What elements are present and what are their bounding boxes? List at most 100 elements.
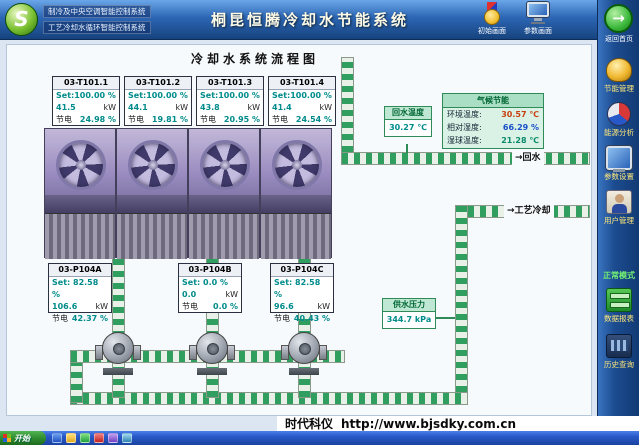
pump-set-value: Set: 82.58 % [52,278,99,299]
flow-diagram-title: 冷却水系统流程图 [190,52,319,66]
taskbar-browser-icon[interactable] [52,433,62,443]
pie-chart-icon [607,102,631,126]
taskbar-media-icon[interactable] [94,433,104,443]
pump-set-value: Set: 82.58 % [274,278,321,299]
windows-flag-icon [3,434,11,442]
taskbar-settings-icon[interactable] [122,433,132,443]
supply-pressure-value: 344.7 kPa [386,315,432,324]
tower-id: 03-T101.4 [269,77,335,90]
tower-set-value: Set:100.00 % [272,91,332,100]
return-temp-box: 回水温度 30.27 ℃ [384,106,432,137]
header: S 制冷及中央空调智能控制系统 工艺冷却水循环智能控制系统 桐昆恒腾冷却水节能系… [0,0,639,40]
kw-unit: kW [317,302,330,311]
kw-unit: kW [95,302,108,311]
kw-unit: kW [103,103,116,112]
tower-save-value: 19.81 % [151,115,188,124]
pump-save-value: 42.37 % [71,314,108,323]
sidebar-item-energy-mgmt[interactable]: 节能管理 [598,58,639,94]
climate-row-value: 30.57 ℃ [501,110,539,119]
pump-icon [196,332,228,364]
return-water-arrow-label: →回水 [512,152,544,165]
home-button[interactable]: → [604,4,633,33]
fan-icon [128,140,178,190]
process-cooling-arrow-label: →工艺冷却 [504,205,554,218]
pump-save-value: 0.0 % [213,302,238,311]
save-label: 节电 [182,302,198,311]
pump-icon [288,332,320,364]
pipe-return-riser [341,57,354,165]
pump-image-c [281,330,327,376]
system-subtitle-1: 制冷及中央空调智能控制系统 [43,5,151,18]
sidebar-item-energy-analysis[interactable]: 能源分析 [598,102,639,138]
sidebar-item-history-query[interactable]: 历史查询 [598,334,639,370]
user-icon [606,190,632,214]
company-logo: S [5,3,38,36]
green-arrow-icon: → [612,9,625,27]
climate-title: 气候节能 [443,94,543,108]
taskbar-app-icon[interactable] [80,433,90,443]
save-label: 节电 [128,115,144,124]
tower-set-value: Set:100.00 % [200,91,260,100]
pump-save-value: 40.43 % [293,314,330,323]
nav-initial-screen-label: 初始画面 [478,27,506,35]
vendor-brand: 时代科仪 [285,417,334,431]
nav-parameter-screen-button[interactable]: 参数画面 [516,2,560,36]
taskbar-folder-icon[interactable] [66,433,76,443]
gold-award-icon [606,58,632,82]
cooling-tower-image-1 [44,128,116,259]
pump-image-a [95,330,141,376]
tower-id: 03-T101.2 [125,77,191,90]
screen-settings-icon [606,146,632,172]
tower-kw-value: 41.5 [56,103,76,112]
supply-pressure-label: 供水压力 [383,299,435,312]
fan-icon [200,140,250,190]
home-button-label: 返回首页 [605,35,633,43]
tower-id: 03-T101.1 [53,77,119,90]
fan-icon [56,140,106,190]
climate-row-label: 湿球温度: [447,136,482,145]
climate-row-label: 相对湿度: [447,123,482,132]
system-subtitle-2: 工艺冷却水循环智能控制系统 [43,21,151,34]
kw-unit: kW [247,103,260,112]
pump-image-b [189,330,235,376]
tower-kw-value: 43.8 [200,103,220,112]
vendor-url: http://www.bjsdky.com.cn [341,416,517,431]
save-label: 节电 [272,115,288,124]
cooling-tower-image-2 [116,128,188,259]
sidebar-item-data-report[interactable]: 数据报表 [598,288,639,324]
climate-energy-box: 气候节能 环境温度:30.57 ℃ 相对湿度:66.29 % 湿球温度:21.2… [442,93,544,149]
pump-kw-value: 106.6 [52,302,78,311]
save-label: 节电 [274,314,290,323]
medal-icon [483,2,501,25]
start-button-label: 开始 [14,433,30,443]
tower-id: 03-T101.3 [197,77,263,90]
tower-set-value: Set:100.00 % [56,91,116,100]
tower-data-box: 03-T101.3 Set:100.00 % 43.8 kW 节电 20.95 % [196,76,264,126]
pump-set-value: Set: 0.0 % [182,278,228,287]
nav-initial-screen-button[interactable]: 初始画面 [470,2,514,36]
sidebar-item-label: 数据报表 [604,314,634,323]
tower-set-value: Set:100.00 % [128,91,188,100]
pump-id: 03-P104A [49,264,111,277]
tower-kw-value: 44.1 [128,103,148,112]
pipe-supply-riser [455,205,468,405]
return-temp-label: 回水温度 [385,107,431,120]
save-label: 节电 [200,115,216,124]
sidebar-item-parameter-settings[interactable]: 参数设置 [598,146,639,182]
pipe-return-header [341,152,590,165]
pipe-bottom-header [70,392,468,405]
start-button[interactable]: 开始 [0,431,46,445]
tower-save-value: 20.95 % [223,115,260,124]
taskbar-tool-icon[interactable] [108,433,118,443]
page-title: 桐昆恒腾冷却水节能系统 [210,11,409,29]
save-label: 节电 [52,314,68,323]
vendor-watermark: 时代科仪 http://www.bjsdky.com.cn [277,416,639,431]
sidebar-item-user-mgmt[interactable]: 用户管理 [598,190,639,226]
nav-parameter-screen-label: 参数画面 [524,27,552,35]
taskbar: 开始 [0,431,639,445]
